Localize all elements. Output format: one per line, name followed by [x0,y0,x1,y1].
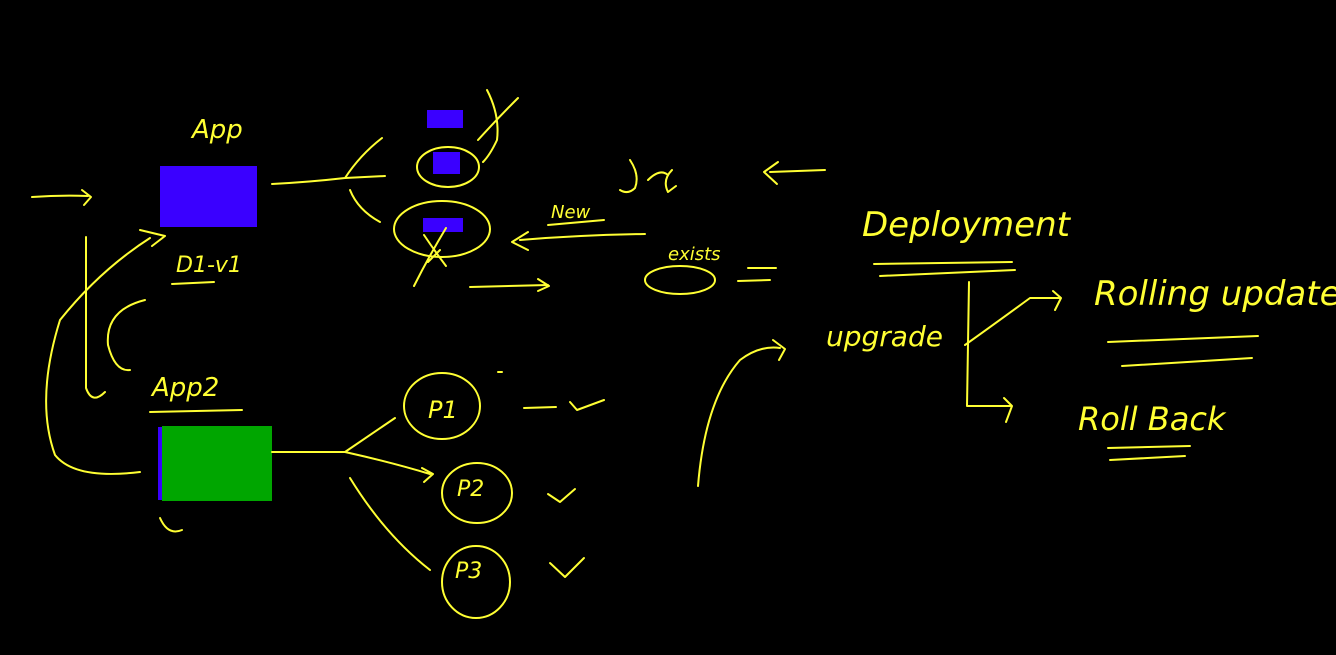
curved-arrow-left [45,229,166,475]
app2-tick [159,517,183,533]
down-arrow [85,236,106,399]
p3-circle [441,545,511,619]
new-underline [547,219,605,226]
app2-box [162,426,272,501]
app2-label: App2 [150,373,219,403]
app2-to-pods-lines [271,417,434,571]
new-label: New [551,202,591,223]
app-to-pods-lines [271,137,386,223]
app-label: App [190,115,243,145]
deployment-branch [964,281,1062,423]
exists-ellipse [644,265,716,295]
pod-bottom-cross [413,227,447,287]
app-box [160,166,257,227]
roll-back-underline [1107,445,1191,461]
small-curve [106,299,146,372]
exists-dash [737,267,777,282]
pod-top-cross [477,89,519,163]
upgrade-curve [697,339,786,487]
p1-circle [403,372,481,440]
pod-box-middle [433,152,460,174]
version-underline [171,281,215,285]
pod-circle-bottom [393,200,491,258]
rs-scribble [619,159,677,194]
rolling-underline [1107,335,1259,367]
p2-circle [441,462,513,524]
p2-check [547,488,576,503]
p3-check [549,557,585,578]
right-arrow-left [763,161,826,185]
p1-check [497,371,605,411]
deployment-underline [873,261,1016,277]
pod-bottom-arrow [469,278,550,292]
upgrade-label: upgrade [826,320,943,353]
rolling-updates-label: Rolling updates [1094,274,1336,314]
version-label: D1-v1 [176,253,242,278]
app2-box-shadow [158,427,164,500]
pod-box-top [427,110,463,128]
incoming-arrow [31,189,92,206]
app2-underline [149,409,243,413]
p2-label: P2 [457,477,484,502]
exists-label: exists [668,244,721,265]
new-arrow [511,231,646,251]
roll-back-label: Roll Back [1078,400,1227,438]
deployment-label: Deployment [862,205,1072,245]
pod-box-bottom [423,218,463,232]
pod-circle-middle [416,146,480,188]
p1-label: P1 [428,396,458,424]
p3-label: P3 [455,559,482,584]
